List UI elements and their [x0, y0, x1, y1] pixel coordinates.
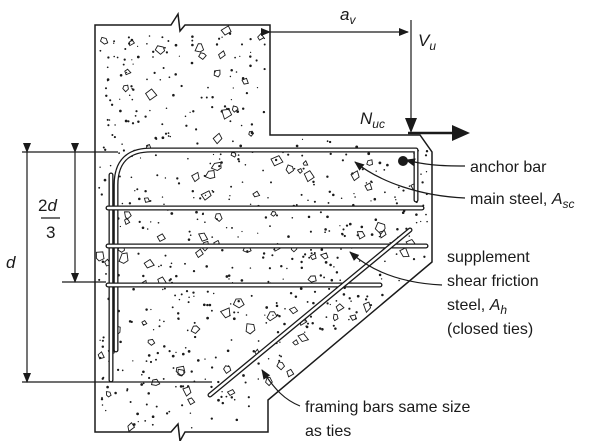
fraction-denominator: 3	[46, 223, 55, 242]
supplement-leader	[349, 251, 443, 286]
nuc-arrowhead	[452, 125, 470, 141]
anchor-bar-leader	[405, 158, 466, 167]
svg-text:steel, Ah: steel, Ah	[447, 297, 507, 317]
svg-text:supplement: supplement	[447, 249, 530, 266]
av-label: av	[340, 5, 356, 27]
vu-label: Vu	[418, 31, 436, 53]
svg-text:framing bars same size: framing bars same size	[305, 399, 470, 416]
main-steel-leader	[354, 161, 466, 199]
supplement-label: supplement shear friction steel, Ah (clo…	[447, 249, 539, 338]
svg-text:shear friction: shear friction	[447, 273, 539, 290]
framing-bar-leader	[261, 369, 301, 407]
reinforcement	[105, 147, 429, 398]
concrete-aggregate-texture	[95, 25, 429, 433]
svg-text:(closed ties): (closed ties)	[447, 321, 533, 338]
anchor-bar-label: anchor bar	[470, 159, 547, 176]
d-label: d	[6, 253, 16, 272]
anchor-bar-dot	[398, 156, 408, 166]
nuc-label: Nuc	[360, 109, 385, 131]
vu-arrowhead	[405, 118, 417, 133]
fraction-numerator: 2d	[38, 196, 57, 215]
main-steel-label: main steel, Asc	[470, 191, 574, 211]
framing-bars-label: framing bars same size as ties	[305, 399, 470, 440]
svg-text:as ties: as ties	[305, 423, 351, 440]
concrete-column-and-corbel	[94, 11, 433, 441]
